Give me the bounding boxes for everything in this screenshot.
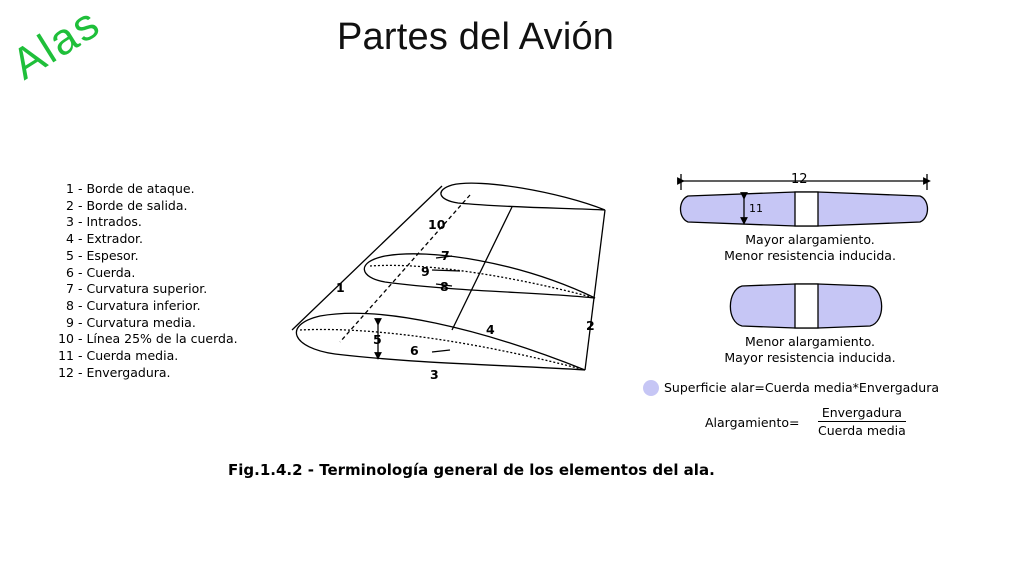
low-aspect-caption: Menor alargamiento. Mayor resistencia in… bbox=[724, 334, 896, 365]
high-aspect-caption: Mayor alargamiento. Menor resistencia in… bbox=[724, 232, 896, 263]
legend-item: 11 - Cuerda media. bbox=[58, 348, 179, 364]
wing-label-6: 6 bbox=[410, 343, 419, 358]
legend-item: 7 - Curvatura superior. bbox=[66, 281, 208, 297]
airfoil-tip bbox=[440, 182, 606, 211]
wing-label-7: 7 bbox=[441, 248, 450, 263]
legend-item: 5 - Espesor. bbox=[66, 247, 139, 263]
camber-root bbox=[299, 328, 586, 371]
legend-item: 9 - Curvatura media. bbox=[66, 314, 196, 330]
slide-title: Partes del Avión bbox=[337, 16, 615, 58]
legend-list: 1 - Borde de ataque. 2 - Borde de salida… bbox=[52, 181, 238, 381]
surface-formula: Superficie alar=Cuerda media*Envergadura bbox=[664, 380, 939, 395]
legend-item: 2 - Borde de salida. bbox=[66, 197, 188, 213]
mean-chord-label-11: 11 bbox=[749, 202, 763, 215]
low-aspect-fuselage bbox=[794, 283, 819, 329]
legend-item: 10 - Línea 25% de la cuerda. bbox=[58, 331, 238, 347]
wing-label-3: 3 bbox=[430, 367, 439, 382]
leading-edge-line bbox=[291, 185, 443, 331]
legend-item: 8 - Curvatura inferior. bbox=[66, 297, 201, 313]
wing-label-2: 2 bbox=[586, 318, 595, 333]
wing-label-1: 1 bbox=[336, 280, 345, 295]
legend-item: 12 - Envergadura. bbox=[58, 364, 171, 380]
wing-label-5: 5 bbox=[373, 332, 382, 347]
aspect-ratio-fraction: Envergadura Cuerda media bbox=[818, 405, 906, 438]
legend-item: 3 - Intrados. bbox=[66, 214, 142, 230]
wing-label-8: 8 bbox=[440, 279, 449, 294]
high-aspect-fuselage bbox=[794, 191, 819, 227]
extrados-line bbox=[451, 206, 513, 331]
airfoil-root bbox=[295, 312, 586, 371]
legend-item: 4 - Extrador. bbox=[66, 231, 144, 247]
wing-label-10: 10 bbox=[428, 217, 446, 232]
legend-item: 6 - Cuerda. bbox=[66, 264, 136, 280]
figure-caption: Fig.1.4.2 - Terminología general de los … bbox=[228, 461, 715, 479]
surface-swatch bbox=[643, 380, 659, 396]
wing-label-9: 9 bbox=[421, 264, 430, 279]
aspect-ratio-label: Alargamiento= bbox=[705, 415, 800, 430]
legend-item: 1 - Borde de ataque. bbox=[66, 181, 195, 196]
airfoil-mid bbox=[363, 253, 596, 299]
quarter-chord-line bbox=[339, 194, 471, 343]
trailing-edge-line bbox=[584, 209, 606, 371]
wing-label-4: 4 bbox=[486, 322, 495, 337]
span-label-12: 12 bbox=[791, 172, 808, 187]
